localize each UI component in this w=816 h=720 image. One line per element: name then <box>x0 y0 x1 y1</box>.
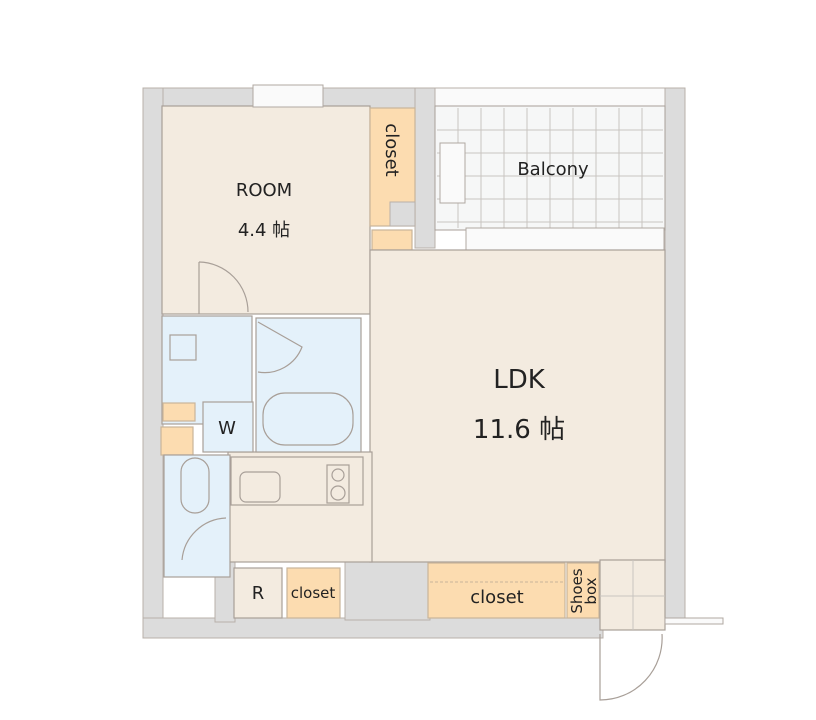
fridge-space <box>233 567 283 619</box>
balcony: Balcony <box>434 87 666 251</box>
closet-small-label: closet <box>291 584 336 602</box>
room-door-swing <box>198 261 249 313</box>
room-size: 4.4 帖 <box>238 220 290 241</box>
entrance-door-swing <box>599 633 663 701</box>
room-label: ROOM <box>236 180 292 201</box>
closet-ldk <box>427 562 566 619</box>
toilet-icon <box>180 457 210 514</box>
stove-icon <box>326 464 350 504</box>
room-floor <box>161 105 371 315</box>
closet-room-label: closet <box>381 123 402 176</box>
sink-icon <box>239 471 281 503</box>
fridge-label: R <box>252 583 265 604</box>
closet-ldk-label: closet <box>470 587 523 608</box>
closet-small <box>286 567 341 619</box>
bathtub <box>262 392 354 446</box>
shoes-box <box>566 562 600 619</box>
shoes-box-label-2: box <box>582 577 600 604</box>
ldk-floor <box>369 249 666 563</box>
ldk-size: 11.6 帖 <box>473 415 565 445</box>
balcony-label: Balcony <box>517 159 589 180</box>
washer-space <box>202 401 254 453</box>
ldk-label: LDK <box>493 365 546 395</box>
toilet-room <box>163 454 231 578</box>
washer-label: W <box>218 418 236 439</box>
window <box>252 84 324 108</box>
closet-small-upper <box>371 229 413 251</box>
bathroom <box>255 317 362 453</box>
shoes-box-label-1: Shoes <box>568 568 586 613</box>
